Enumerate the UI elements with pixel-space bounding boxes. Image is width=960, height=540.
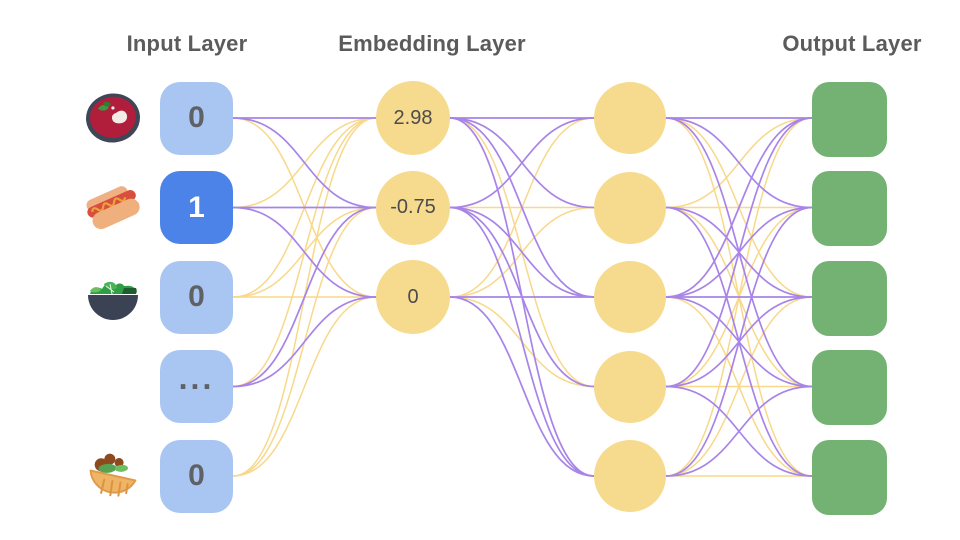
output-node-3 <box>812 260 887 336</box>
embedding-node-1: 2.98 <box>376 81 450 155</box>
hidden-node-3 <box>594 261 666 333</box>
embedding-node-1-value: 2.98 <box>393 106 433 129</box>
hidden-node-2 <box>594 171 666 244</box>
hidden-node-4 <box>594 350 666 423</box>
embedding-layer-title: Embedding Layer <box>338 31 526 56</box>
hidden-node-5 <box>594 440 666 512</box>
embedding-node-3-value: 0 <box>407 285 419 308</box>
embedding-node-2: -0.75 <box>376 170 450 245</box>
salad-icon <box>88 281 138 320</box>
embedding-node-2-value: -0.75 <box>390 196 436 218</box>
output-node-4 <box>812 350 887 425</box>
output-layer-title: Output Layer <box>782 31 922 56</box>
input-node-4-value: ... <box>178 360 215 396</box>
output-node-1 <box>812 81 887 157</box>
pita-icon <box>89 453 137 497</box>
input-node-5: 0 <box>160 439 233 513</box>
input-node-3: 0 <box>160 260 233 334</box>
hidden-node-1 <box>594 82 666 154</box>
input-node-3-value: 0 <box>188 280 205 313</box>
input-node-1: 0 <box>160 81 233 155</box>
hotdog-icon <box>86 186 140 230</box>
output-node-2 <box>812 171 887 246</box>
input-layer-title: Input Layer <box>126 31 248 56</box>
input-node-2: 1 <box>160 171 233 244</box>
input-node-2-value: 1 <box>188 190 205 224</box>
output-node-5 <box>812 439 887 515</box>
input-node-1-value: 0 <box>188 101 205 134</box>
input-node-4: ... <box>160 350 233 423</box>
embedding-node-3: 0 <box>376 260 450 334</box>
soup-icon <box>86 93 140 143</box>
input-node-5-value: 0 <box>188 459 205 492</box>
